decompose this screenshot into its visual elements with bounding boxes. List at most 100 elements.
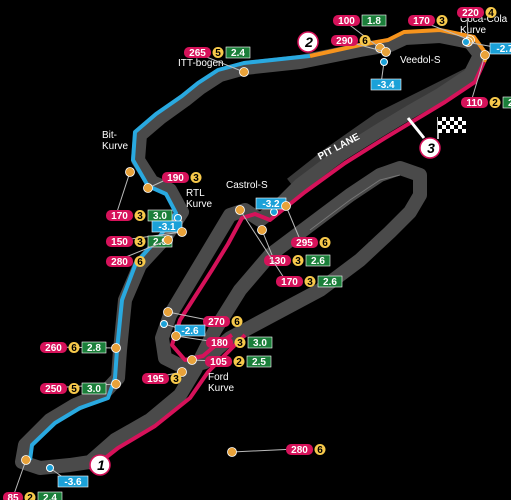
corner-marker [21, 455, 31, 465]
speed-value: 295 [296, 238, 313, 249]
corner-marker [235, 205, 245, 215]
corner-marker [163, 307, 173, 317]
lateral-g-value: 2.5 [252, 357, 266, 368]
lateral-g-value: 2.8 [87, 343, 101, 354]
lateral-g-value: 2.4 [231, 48, 245, 59]
corner-marker [187, 355, 197, 365]
corner-marker [171, 331, 181, 341]
speed-value: 265 [189, 48, 206, 59]
corner-marker [111, 379, 121, 389]
gear-value: 3 [173, 374, 179, 385]
brake-g-value: -2.6 [181, 326, 199, 337]
speed-value: 220 [462, 8, 479, 19]
corner-marker [163, 235, 173, 245]
callout: 100 1.8 [333, 14, 387, 53]
gear-value: 2 [27, 493, 33, 500]
gear-value: 6 [234, 317, 240, 328]
callout: -2.6 [160, 320, 206, 337]
speed-value: 150 [111, 237, 128, 248]
lateral-g-value: 2.6 [311, 256, 325, 267]
finish-line [406, 117, 426, 139]
gear-value: 2 [236, 357, 242, 368]
callout: 295 6 [281, 201, 331, 249]
speed-value: 280 [111, 257, 128, 268]
corner-marker [227, 447, 237, 457]
gear-value: 5 [215, 48, 221, 59]
gear-value: 6 [362, 36, 368, 47]
callout: 260 6 2.8 [40, 341, 121, 354]
sector-1-badge: 1 [89, 454, 111, 476]
corner-marker [143, 183, 153, 193]
callout: -3.6 [46, 464, 89, 488]
speed-value: 260 [45, 343, 62, 354]
brake-g-value: -3.4 [377, 80, 395, 91]
callout: 130 3 2.6 [257, 225, 331, 267]
gear-value: 3 [193, 173, 199, 184]
brake-marker [46, 464, 54, 472]
gear-value: 6 [71, 343, 77, 354]
gear-value: 5 [71, 384, 77, 395]
gear-value: 6 [317, 445, 323, 456]
callout: -2.7 [462, 38, 511, 55]
lateral-g-value: 2.1 [508, 98, 511, 109]
gear-value: 3 [307, 277, 313, 288]
speed-value: 110 [466, 98, 483, 109]
brake-g-value: -2.7 [496, 44, 511, 55]
callout: 265 5 2.4 [184, 46, 251, 77]
speed-value: 250 [45, 384, 62, 395]
gear-value: 3 [295, 256, 301, 267]
lateral-g-value: 2.6 [323, 277, 337, 288]
gear-value: 3 [237, 338, 243, 349]
brake-g-value: -3.2 [262, 199, 280, 210]
corner-marker [177, 227, 187, 237]
corner-name-castrol-s: Castrol-S [226, 180, 268, 191]
gear-value: 3 [137, 211, 143, 222]
lateral-g-value: 2.9 [153, 237, 167, 248]
brake-marker [462, 38, 470, 46]
speed-value: 290 [336, 36, 353, 47]
corner-marker [111, 343, 121, 353]
svg-text:2: 2 [304, 34, 313, 50]
sector-2-badge: 2 [297, 31, 319, 53]
callout: 170 3 2.6 [235, 205, 343, 288]
speed-value: 170 [111, 211, 128, 222]
callout: 170 3 3.0 [106, 167, 173, 222]
speed-value: 130 [269, 256, 286, 267]
brake-marker [160, 320, 168, 328]
speed-value: 170 [281, 277, 298, 288]
lateral-g-value: 3.0 [153, 211, 167, 222]
speed-value: 105 [210, 357, 227, 368]
brake-marker [174, 214, 182, 222]
callout: 290 6 [331, 35, 391, 57]
corner-name-veedol-s: Veedol-S [400, 55, 441, 66]
svg-text:3: 3 [427, 140, 435, 156]
lateral-g-value: 1.8 [367, 16, 381, 27]
speed-value: 100 [338, 16, 355, 27]
gear-value: 3 [439, 16, 445, 27]
gear-value: 6 [137, 257, 143, 268]
speed-value: 270 [208, 317, 225, 328]
corner-marker [281, 201, 291, 211]
track-edge [309, 174, 401, 231]
corner-marker [480, 50, 490, 60]
corner-marker [257, 225, 267, 235]
lateral-g-value: 2.4 [43, 493, 57, 500]
checkered-flag-icon [437, 117, 466, 139]
brake-g-value: -3.6 [64, 477, 82, 488]
callout: 270 6 [163, 307, 243, 328]
gear-value: 6 [322, 238, 328, 249]
callout: -3.1 [151, 214, 183, 233]
callout: 280 6 [106, 235, 173, 268]
svg-text:1: 1 [97, 457, 105, 473]
